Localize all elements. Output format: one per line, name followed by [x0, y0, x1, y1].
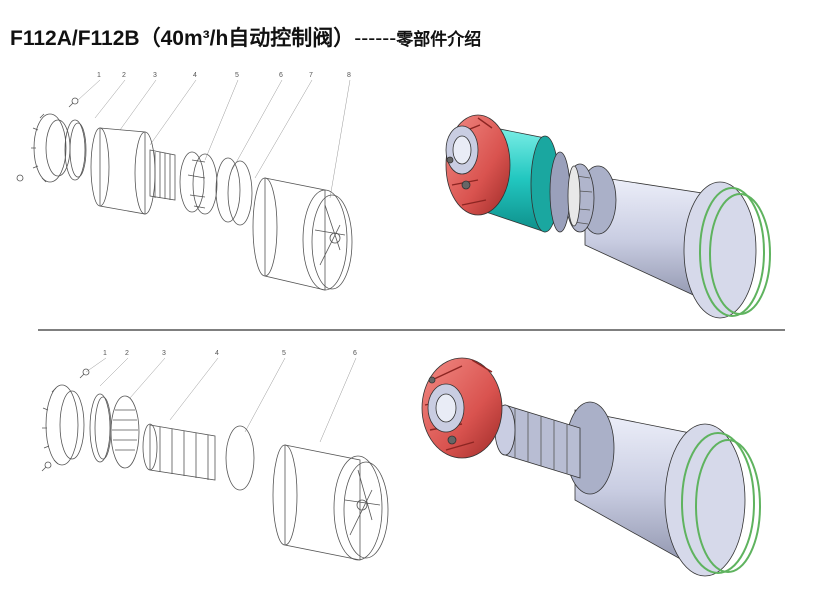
top-exploded-view	[16, 79, 353, 291]
screw-part	[16, 174, 24, 182]
callout-label: 1	[103, 350, 107, 357]
callout-label: 6	[353, 350, 357, 357]
bottom-oring-part	[89, 393, 111, 463]
top-leader-lines	[77, 79, 351, 199]
screw-part	[82, 368, 90, 376]
callout-label: 8	[347, 72, 351, 79]
top-assembly-render	[445, 114, 771, 319]
seal-ring	[681, 432, 755, 574]
callout-label: 3	[162, 350, 166, 357]
top-ring-part	[215, 157, 241, 223]
bottom-leader-lines	[85, 357, 357, 443]
bottom-exploded-view	[41, 357, 389, 561]
top-ring-part	[227, 160, 253, 226]
callout-label: 2	[125, 350, 129, 357]
housing-end-cap	[664, 423, 746, 577]
housing-end-cap	[683, 181, 757, 319]
bottom-ring-part	[225, 425, 255, 491]
callout-label: 2	[122, 72, 126, 79]
callout-label: 5	[235, 72, 239, 79]
title-dashes: ------	[354, 27, 397, 50]
page-title: F112A/F112B（40m³/h自动控制阀）------零部件介绍	[10, 22, 481, 52]
top-spring-part	[149, 149, 176, 201]
title-spec: （40m³/h自动控制阀）	[139, 27, 355, 50]
top-callouts: 1 2 3 4 5 6 7 8	[97, 72, 351, 79]
top-piston-part	[179, 151, 205, 213]
bottom-assembly-render	[421, 357, 761, 577]
bottom-cap-part	[45, 384, 79, 466]
top-cap-part	[33, 113, 67, 183]
top-oring-part	[64, 119, 86, 181]
callout-label: 6	[279, 72, 283, 79]
title-model: F112A/F112B	[10, 27, 140, 50]
bottom-cage-part	[149, 424, 216, 481]
callout-label: 3	[153, 72, 157, 79]
screw-part	[44, 461, 52, 469]
bottom-thread-part	[110, 395, 140, 469]
seal-ring	[709, 193, 771, 315]
seal-ring	[695, 439, 761, 573]
callout-label: 7	[309, 72, 313, 79]
callout-label: 1	[97, 72, 101, 79]
bottom-housing-part	[284, 444, 361, 561]
seal-ring	[699, 187, 765, 317]
screw-part	[71, 97, 79, 105]
cage-part	[504, 404, 581, 479]
callout-label: 4	[193, 72, 197, 79]
callout-label: 4	[215, 350, 219, 357]
callout-label: 5	[282, 350, 286, 357]
title-subtitle: 零部件介绍	[396, 30, 482, 49]
bottom-callouts: 1 2 3 4 5 6	[103, 350, 357, 357]
